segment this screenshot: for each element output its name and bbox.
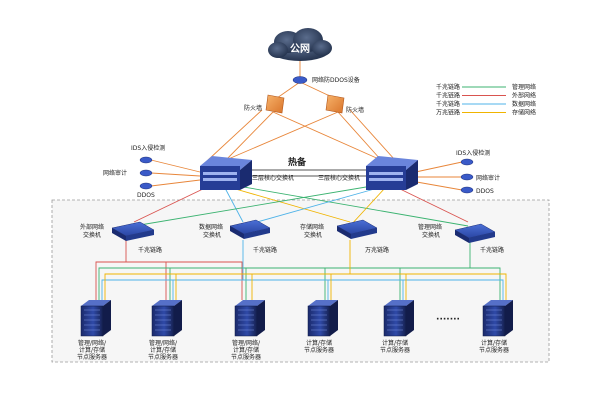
- access-switch-data-line2: 交换机: [203, 231, 221, 239]
- server-label-line: 计算/存储: [79, 346, 105, 354]
- link-label-external: 千兆链路: [138, 246, 162, 254]
- server-label-line: 计算/存储: [233, 346, 259, 354]
- more-servers-ellipsis: ·······: [436, 315, 460, 325]
- core-switch-right: 三层核心交换机: [318, 156, 418, 190]
- legend-link-type: 万兆链路: [436, 109, 460, 117]
- server-label-line: 管理/网络/: [78, 339, 107, 347]
- legend-network-name: 外部网络: [512, 92, 536, 100]
- server-label-line: 节点服务器: [77, 353, 107, 361]
- access-switch-data-line1: 数据网络: [199, 223, 223, 231]
- access-switch-external: 外部网络 交换机: [80, 221, 155, 241]
- legend-link-type: 千兆链路: [436, 83, 460, 91]
- access-switch-storage-line1: 存储网络: [300, 223, 324, 231]
- access-switch-management: 管理网络 交换机: [418, 223, 496, 243]
- server-row: 管理/网络/计算/存储节点服务器管理/网络/计算/存储节点服务器管理/网络/计算…: [77, 300, 513, 361]
- access-switch-data: 数据网络 交换机: [199, 219, 271, 239]
- core-switch-left: 三层核心交换机: [200, 156, 294, 190]
- core-switch-right-label: 三层核心交换机: [318, 174, 360, 182]
- access-switch-storage-line2: 交换机: [304, 231, 322, 239]
- hot-standby-label: 热备: [288, 156, 307, 168]
- firewall-right: 防火墙: [325, 94, 364, 114]
- legend-row: 千兆链路 管理网络: [436, 83, 536, 91]
- right-audit-label: 网络审计: [476, 174, 500, 182]
- link-label-storage: 万兆链路: [365, 246, 389, 254]
- server-label-line: 管理/网络/: [232, 339, 261, 347]
- right-ids-label: IDS入侵检测: [456, 149, 490, 157]
- legend-network-name: 存储网络: [512, 109, 536, 117]
- bus-links: [95, 240, 507, 300]
- legend-network-name: 数据网络: [512, 100, 536, 108]
- server-label-line: 节点服务器: [479, 346, 509, 354]
- ddos-device: 网络防DDOS设备: [292, 76, 360, 84]
- firewall-left: 防火墙: [244, 94, 285, 114]
- public-network-cloud: 公网: [268, 28, 332, 61]
- server-label-line: 节点服务器: [304, 346, 334, 354]
- access-switch-management-line2: 交换机: [422, 231, 440, 239]
- server-label-line: 节点服务器: [148, 353, 178, 361]
- core-switch-left-label: 三层核心交换机: [252, 174, 294, 182]
- access-switch-storage: 存储网络 交换机: [300, 219, 378, 239]
- legend: 千兆链路管理网络千兆链路外部网络千兆链路数据网络万兆链路存储网络: [436, 83, 536, 117]
- left-ddos-label: DDOS: [137, 192, 155, 199]
- server-label-line: 节点服务器: [231, 353, 261, 361]
- left-ids-label: IDS入侵检测: [131, 144, 165, 152]
- ddos-device-label: 网络防DDOS设备: [312, 76, 360, 84]
- firewall-right-label: 防火墙: [346, 106, 364, 114]
- legend-row: 千兆链路 数据网络: [436, 100, 536, 108]
- access-switch-management-line1: 管理网络: [418, 223, 442, 231]
- legend-row: 千兆链路 外部网络: [436, 92, 536, 100]
- cloud-label: 公网: [290, 43, 310, 55]
- link-label-data: 千兆链路: [253, 246, 277, 254]
- legend-network-name: 管理网络: [512, 83, 536, 91]
- access-switch-external-line2: 交换机: [83, 231, 101, 239]
- server-label-line: 节点服务器: [380, 346, 410, 354]
- server-label-line: 管理/网络/: [149, 339, 178, 347]
- legend-link-type: 千兆链路: [436, 92, 460, 100]
- right-ddos-label: DDOS: [476, 188, 494, 195]
- legend-row: 万兆链路 存储网络: [436, 109, 536, 117]
- access-switch-external-line1: 外部网络: [80, 223, 104, 231]
- server-label-line: 计算/存储: [382, 339, 408, 347]
- server-label-line: 计算/存储: [306, 339, 332, 347]
- right-security-devices: IDS入侵检测 网络审计 DDOS: [456, 149, 500, 195]
- legend-link-type: 千兆链路: [436, 100, 460, 108]
- left-security-devices: IDS入侵检测 网络审计 DDOS: [103, 144, 165, 199]
- upper-links: [133, 60, 469, 227]
- left-audit-label: 网络审计: [103, 169, 127, 177]
- server-label-line: 计算/存储: [150, 346, 176, 354]
- firewall-left-label: 防火墙: [244, 104, 262, 112]
- server-label-line: 计算/存储: [481, 339, 507, 347]
- link-label-management: 千兆链路: [480, 246, 504, 254]
